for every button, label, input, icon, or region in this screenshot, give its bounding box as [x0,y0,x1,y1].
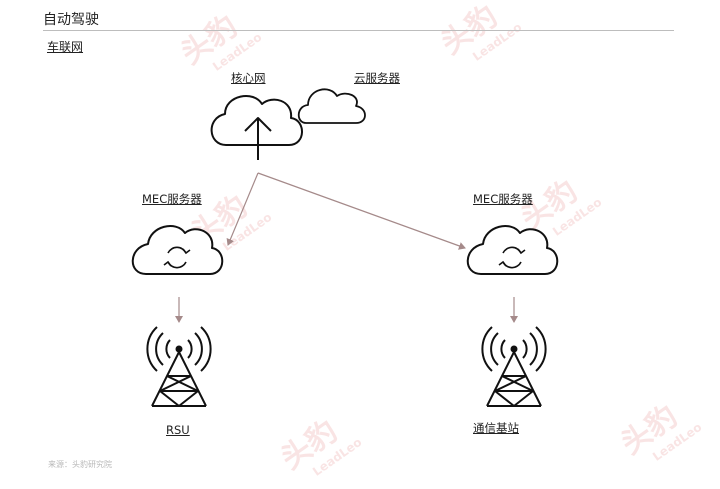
mec-left-label: MEC服务器 [142,192,202,206]
page-title: 自动驾驶 [43,12,99,28]
base-station-tower-icon [481,326,547,407]
core-network-label: 核心网 [231,71,266,85]
cloud-server-icon [297,88,366,124]
sync-icon [163,246,191,269]
cloud-server-label: 云服务器 [354,71,400,85]
title-divider [43,30,674,31]
core-to-mec-left-arrow [226,172,259,246]
rsu-label: RSU [166,423,190,437]
base-station-label: 通信基站 [473,421,519,435]
mec-right-cloud-icon [466,225,559,275]
sync-icon [498,246,526,269]
mec-left-cloud-icon [131,225,224,275]
mec-right-label: MEC服务器 [473,192,533,206]
core-network-cloud-icon [210,95,303,160]
core-to-mec-right-arrow [257,172,466,250]
page-subtitle: 车联网 [47,40,84,54]
rsu-tower-icon [146,326,212,407]
source-note: 来源：头豹研究院 [48,460,112,469]
